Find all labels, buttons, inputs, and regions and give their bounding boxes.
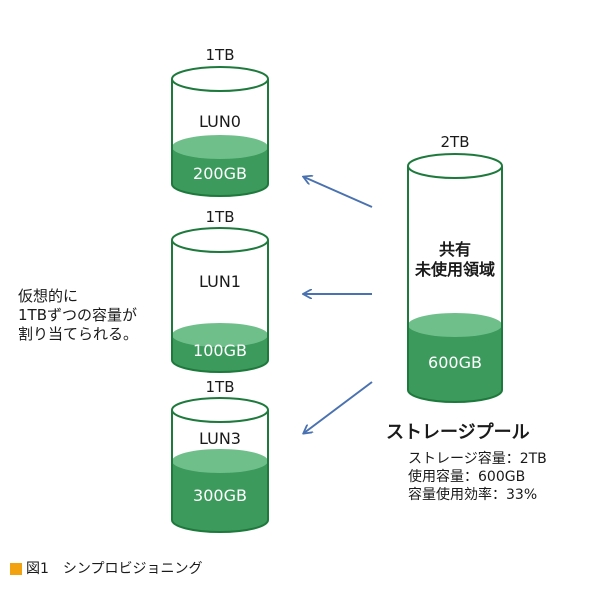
lun1-name-label: LUN1 [199, 272, 241, 291]
lun1-cylinder [171, 227, 269, 373]
lun0-name-label: LUN0 [199, 112, 241, 131]
pool-shared-line2: 未使用領域 [414, 260, 496, 279]
caption-square-icon [10, 563, 22, 575]
lun3-capacity-label: 1TB [205, 378, 235, 396]
lun0-used-label: 200GB [193, 164, 247, 183]
pool-used-label: 600GB [428, 353, 482, 372]
pool-detail-efficiency: 容量使用効率：33% [408, 487, 538, 503]
caption-number: 図1 [26, 561, 49, 577]
lun0-capacity-label: 1TB [205, 46, 235, 64]
side-note: 仮想的に 1TBずつの容量が 割り当てられる。 [18, 287, 138, 344]
pool-detail-capacity: ストレージ容量：2TB [408, 451, 547, 467]
pool-shared-line1: 共有 [438, 240, 472, 259]
figure-caption: 図1 シンプロビジョニング [10, 560, 203, 578]
caption-title: シンプロビジョニング [62, 561, 203, 577]
lun1-capacity-label: 1TB [205, 208, 235, 226]
pool-title: ストレージプール [386, 422, 530, 443]
pool-details: ストレージ容量：2TB 使用容量：600GB 容量使用効率：33% [408, 450, 547, 504]
arrow-to-lun3 [304, 381, 373, 433]
lun0-cylinder [171, 66, 269, 197]
lun3-name-label: LUN3 [199, 429, 241, 448]
lun3-used-label: 300GB [193, 486, 247, 505]
lun3-cylinder [171, 397, 269, 533]
pool-capacity-label: 2TB [440, 133, 470, 151]
side-note-line: 割り当てられる。 [18, 325, 139, 343]
pool-cylinder [407, 153, 503, 403]
arrow-to-lun0 [304, 177, 373, 208]
side-note-line: 仮想的に [18, 287, 79, 305]
pool-detail-used: 使用容量：600GB [408, 469, 526, 485]
side-note-line: 1TBずつの容量が [18, 306, 137, 324]
lun1-used-label: 100GB [193, 341, 247, 360]
